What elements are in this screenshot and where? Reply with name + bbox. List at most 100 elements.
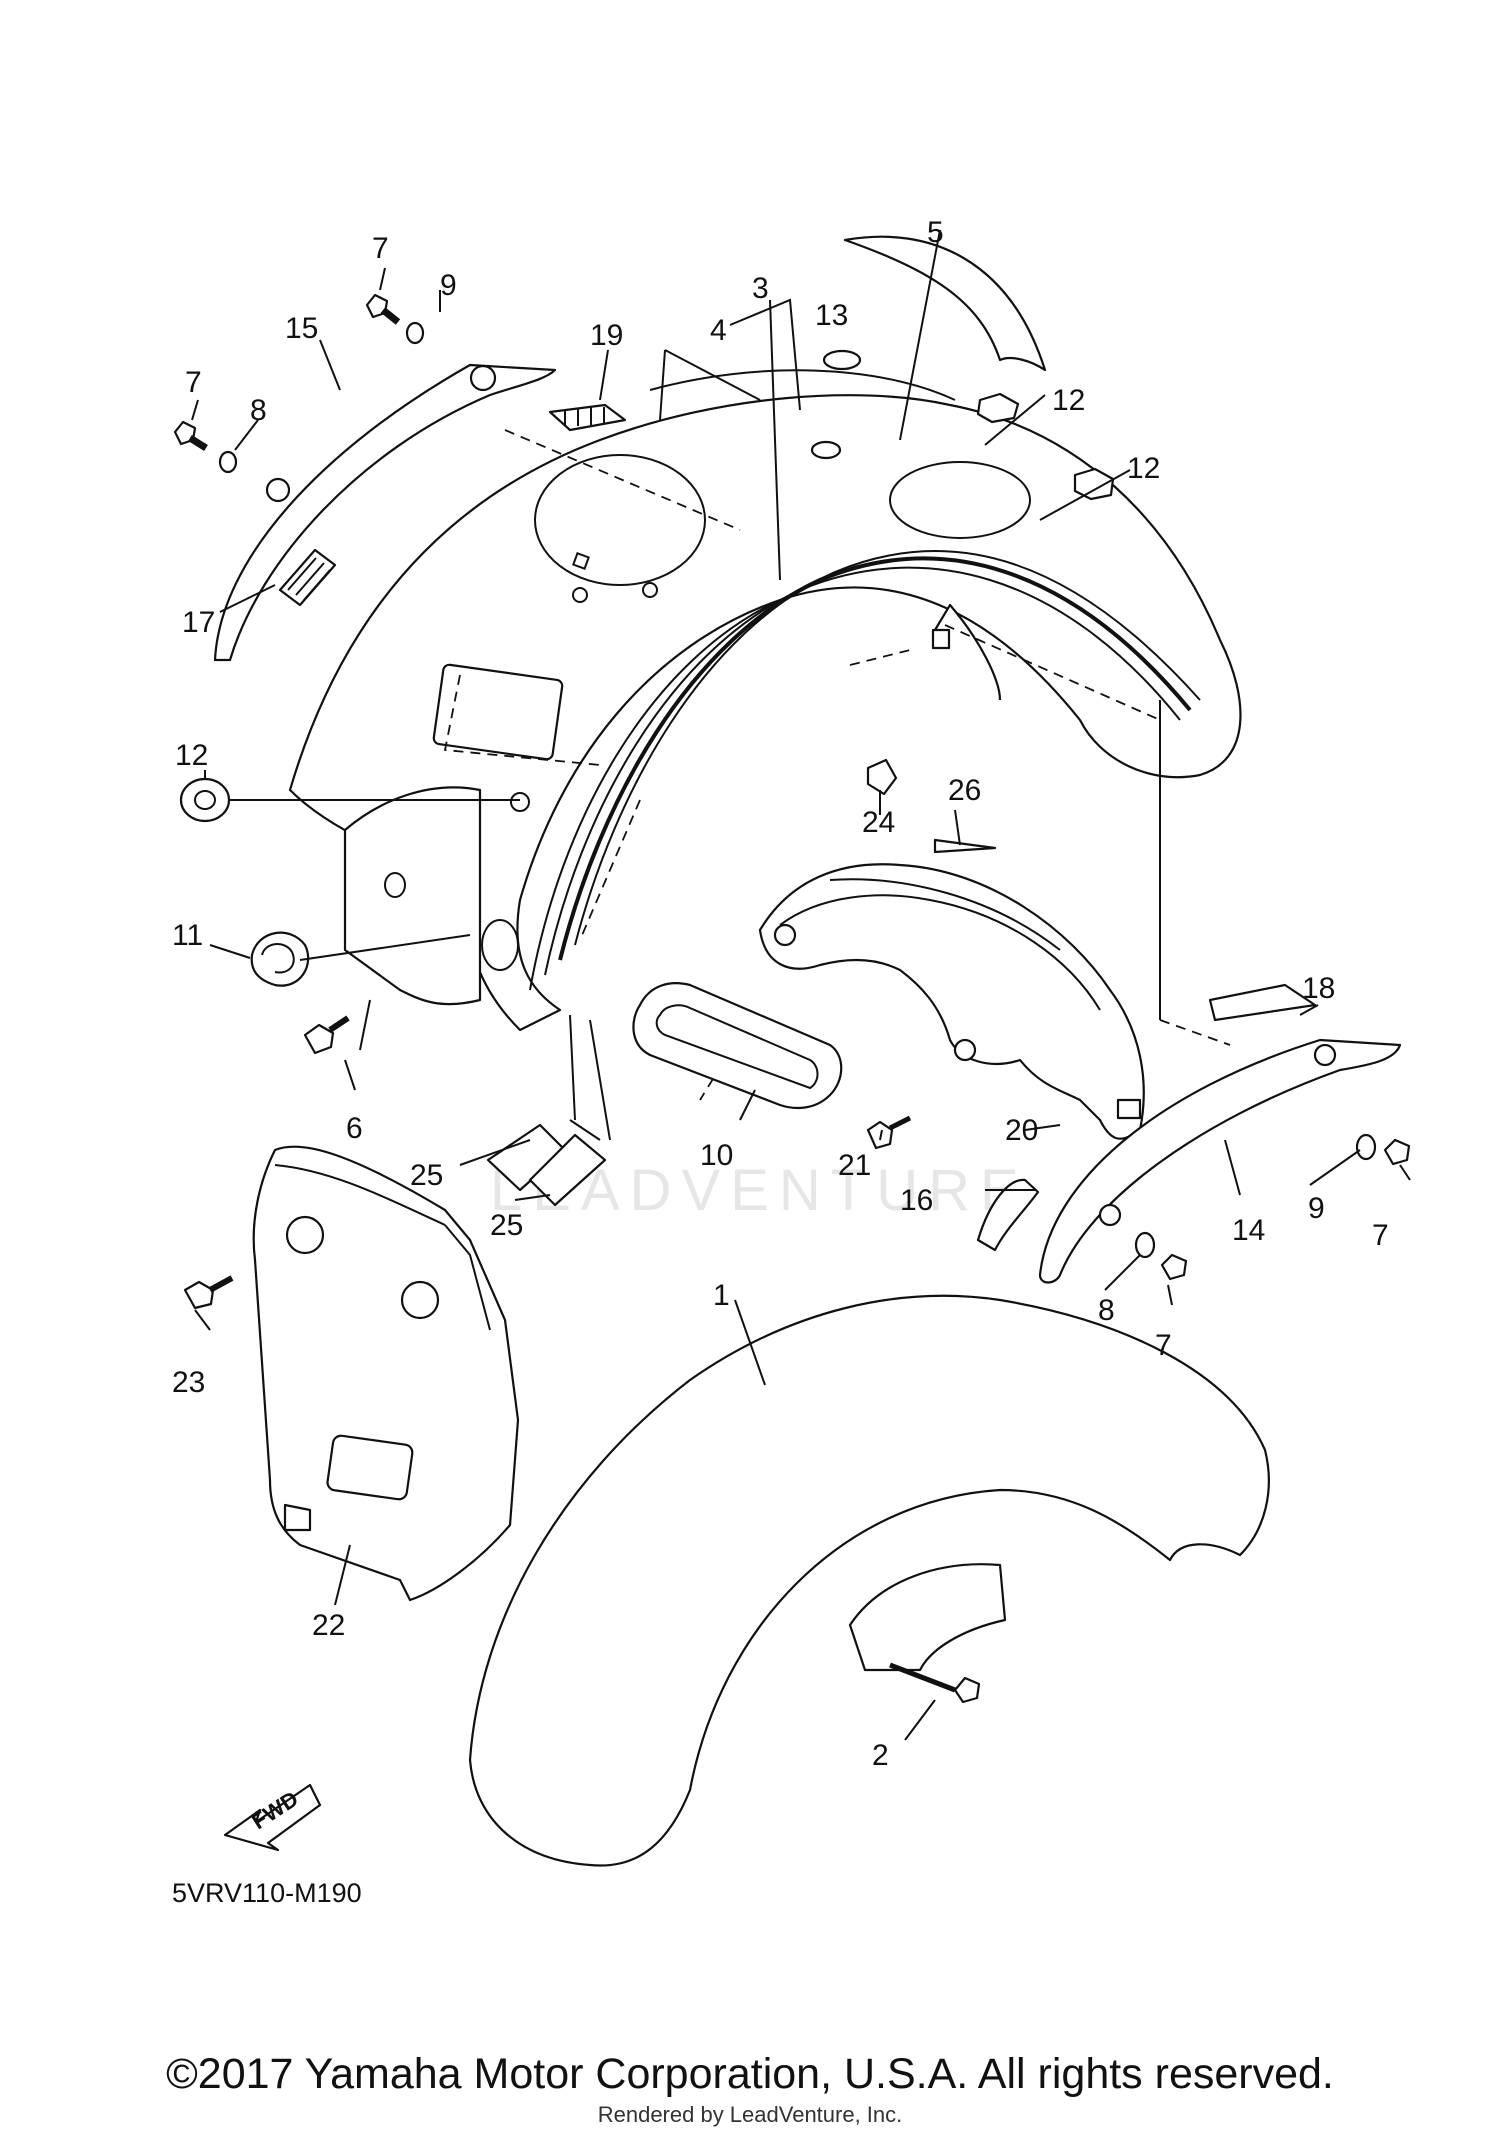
leader-10: [739, 1089, 756, 1121]
leader-8a: [234, 419, 259, 451]
part-11-grommet: [250, 931, 310, 987]
leader-18: [1299, 1004, 1319, 1016]
leader-1: [734, 1299, 766, 1386]
part-10-reflector: [632, 982, 843, 1110]
guide-14: [1159, 1019, 1231, 1046]
leader-20: [1024, 1124, 1061, 1131]
copyright-notice: ©2017 Yamaha Motor Corporation, U.S.A. A…: [166, 2050, 1334, 2098]
side-cover-boss-mid: [400, 1280, 440, 1320]
fender-hole-left: [510, 792, 530, 812]
part-5-emblem: [843, 235, 1047, 372]
rendered-by-note: Rendered by LeadVenture, Inc.: [597, 2102, 903, 2127]
fender-inner-edge: [529, 599, 781, 991]
leader-14: [1224, 1139, 1241, 1196]
diagram-code: 5VRV110-M190: [172, 1878, 362, 1908]
callout-7-bottom: 7: [1155, 1329, 1172, 1362]
leader-3b: [769, 299, 781, 581]
leader-7a: [379, 267, 386, 291]
washer-8-b: [1134, 1231, 1156, 1259]
bolt-7-shank-b: [188, 435, 208, 451]
rail-14-boss-mid: [1098, 1203, 1122, 1227]
side-cover-tab: [283, 1503, 312, 1532]
leader-19: [599, 349, 609, 401]
callout-18: 18: [1302, 972, 1335, 1005]
leader-25b: [514, 1194, 551, 1201]
inner-fender-hole-left: [773, 923, 797, 947]
part-2-bolt-head: [953, 1676, 981, 1704]
part-14-rail: [1038, 1038, 1402, 1284]
callout-21: 21: [838, 1149, 871, 1182]
fender-tank-mark: [534, 454, 706, 586]
washer-8-a: [218, 450, 238, 474]
side-cover-flange: [274, 1164, 446, 1226]
part-12-grommet-left: [179, 777, 231, 823]
fender-side-plate: [343, 786, 482, 1006]
leader-17: [219, 584, 276, 613]
fender-outer-shell: [288, 394, 1242, 1032]
leader-4: [659, 349, 761, 421]
callout-9-top: 9: [440, 269, 457, 302]
leader-3: [729, 298, 801, 411]
reflector-inner: [655, 1004, 819, 1090]
callout-5: 5: [927, 216, 944, 249]
grommet-11-inner: [261, 943, 295, 974]
guide-plate: [443, 674, 601, 766]
part-23-bolt-head: [183, 1280, 215, 1310]
leader-21: [879, 1129, 883, 1141]
front-fender-bracket: [848, 1563, 1007, 1672]
part-19-pad: [548, 403, 627, 432]
pad-19-ribs: [564, 407, 605, 426]
bolt-23-shank: [208, 1275, 234, 1293]
fender-stripe-3: [574, 550, 1201, 946]
side-hole: [384, 872, 406, 898]
callout-16: 16: [900, 1184, 933, 1217]
leader-8b: [1104, 1254, 1141, 1291]
callout-8-top: 8: [250, 394, 267, 427]
washer-9-b: [1355, 1133, 1377, 1161]
side-cover-boss-top: [285, 1215, 325, 1255]
side-cover-recess: [326, 1434, 414, 1501]
rail-15-boss-top: [469, 364, 497, 392]
hardware-top-left: [173, 293, 425, 474]
leader-5: [899, 229, 941, 441]
fender-top-ridge: [649, 369, 956, 401]
fender-emblem-area: [889, 461, 1031, 539]
screw-6-shank: [328, 1015, 350, 1033]
leader-7d: [1167, 1284, 1173, 1306]
part-26-sticker: [933, 838, 997, 854]
part-13-seat: [810, 440, 842, 460]
callout-7-top: 7: [372, 232, 389, 265]
callout-12-left: 12: [175, 739, 208, 772]
leader-12-top: [984, 394, 1046, 446]
part-13-washer: [822, 349, 862, 371]
callout-6: 6: [346, 1112, 363, 1145]
leader-6b: [359, 999, 371, 1051]
callout-11: 11: [172, 919, 203, 952]
leader-15: [319, 339, 341, 391]
callout-3: 3: [752, 272, 769, 305]
leader-12-right: [1039, 469, 1131, 521]
callout-7-left: 7: [185, 366, 202, 399]
side-cover-edge: [444, 1224, 491, 1331]
guide-24: [849, 649, 911, 666]
grommet-left-hole: [194, 790, 216, 810]
callout-13: 13: [815, 299, 848, 332]
leader-23: [194, 1309, 211, 1331]
callout-19: 19: [590, 319, 623, 352]
rail-14-boss-top: [1313, 1043, 1337, 1067]
callout-23: 23: [172, 1366, 205, 1399]
part-12-grommet-right: [1073, 467, 1115, 501]
part-15-rail: [213, 363, 557, 662]
leader-25a: [459, 1139, 531, 1166]
fender-bracket-mark: [934, 603, 1002, 701]
part-18-pad: [1208, 983, 1317, 1022]
leader-lines: [191, 229, 1411, 1741]
callout-14: 14: [1232, 1214, 1265, 1247]
leader-22: [334, 1544, 351, 1606]
part-25-pad-b: [528, 1133, 607, 1207]
callout-25-right: 25: [490, 1209, 523, 1242]
bolt-7-shank-a: [380, 307, 401, 325]
guide-19: [504, 429, 741, 531]
part-12-grommet-top: [976, 392, 1020, 424]
